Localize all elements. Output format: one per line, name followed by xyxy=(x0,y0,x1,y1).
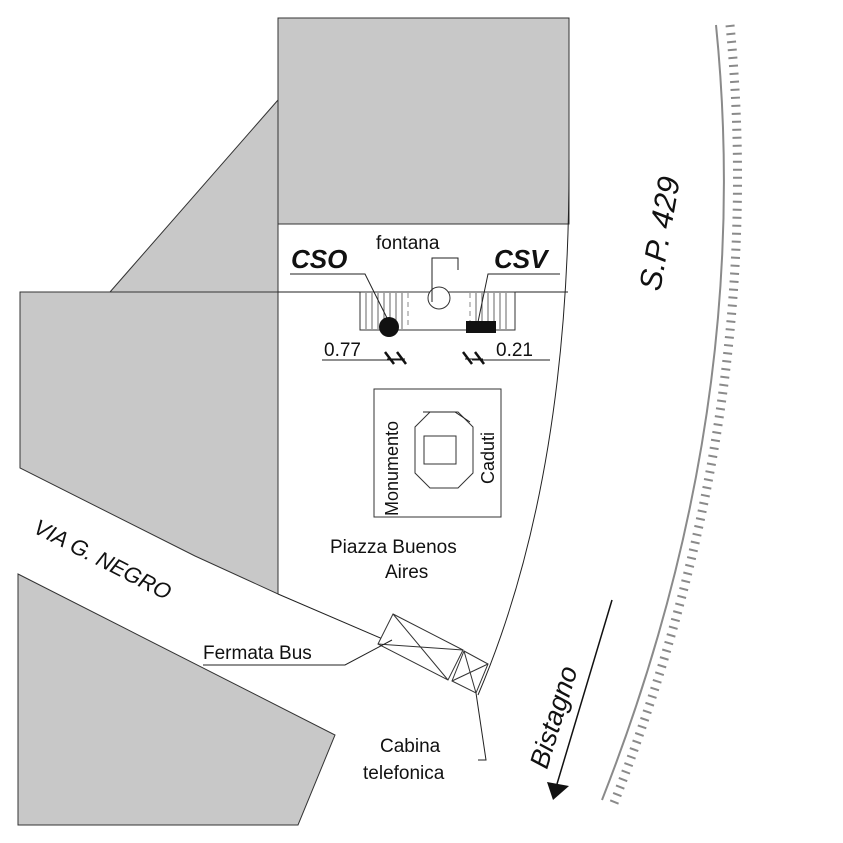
via-negro-south-edge xyxy=(277,593,386,641)
fermata-bus-shelter xyxy=(377,613,464,681)
bistagno-arrow-icon xyxy=(547,782,569,800)
bistagno-direction-line xyxy=(556,599,613,785)
label-fermata-bus: Fermata Bus xyxy=(203,643,312,664)
building-left-diagonal xyxy=(108,98,279,293)
cso-marker-icon xyxy=(379,317,399,337)
label-cso: CSO xyxy=(291,244,347,274)
label-sp429: S.P. 429 xyxy=(632,174,686,293)
building-bottom-left xyxy=(17,573,336,826)
label-cabina-line2: telefonica xyxy=(363,763,445,784)
label-piazza-line2: Aires xyxy=(385,562,428,583)
label-monumento: Monumento xyxy=(382,421,402,516)
embankment-hatching xyxy=(609,24,743,805)
building-top xyxy=(277,17,570,225)
label-fontana: fontana xyxy=(376,233,440,254)
fontana-basin xyxy=(427,286,451,310)
cabina-telefonica-box xyxy=(451,650,489,694)
label-caduti: Caduti xyxy=(478,432,498,484)
csv-valve-icon xyxy=(462,351,485,365)
label-value-cso: 0.77 xyxy=(324,340,361,361)
label-bistagno: Bistagno xyxy=(524,662,583,771)
label-value-csv: 0.21 xyxy=(496,340,533,361)
label-piazza-line1: Piazza Buenos xyxy=(330,537,457,558)
cso-valve-icon xyxy=(384,351,407,365)
label-csv: CSV xyxy=(494,244,550,274)
sp429-west-edge xyxy=(477,159,570,696)
embankment-line xyxy=(601,24,725,801)
building-left xyxy=(19,291,279,595)
label-cabina-line1: Cabina xyxy=(380,736,441,757)
csv-marker-icon xyxy=(466,321,496,333)
monumento-caduti xyxy=(373,388,502,518)
